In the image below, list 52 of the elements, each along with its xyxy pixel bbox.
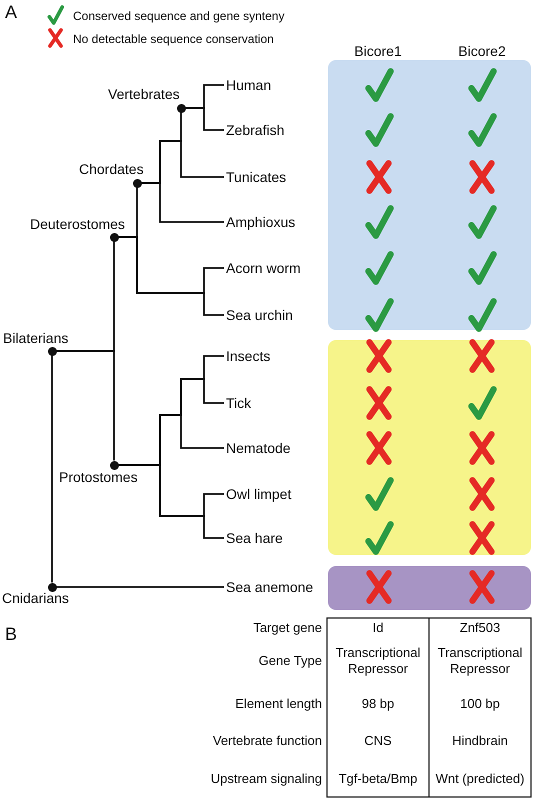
panel-letter: A [5,4,18,20]
table-value: Transcriptional Repressor [436,645,524,677]
branch-point [110,460,118,470]
panel-letter: B [5,626,18,642]
taxon-label: Zebrafish [226,122,284,138]
taxon-label: Acorn worm [226,260,301,276]
table-value: Wnt (predicted) [434,771,526,787]
tree-branch [142,182,224,223]
tree-branch [118,236,224,316]
clade-label: Chordates [79,161,144,177]
branch-point [176,104,186,112]
row-header: Vertebrate function [212,733,322,749]
table-value: Transcriptional Repressor [334,645,422,677]
taxon-label: Sea anemone [226,579,314,595]
branch-point [48,346,56,356]
clade-label: Vertebrates [108,86,180,102]
table-value: CNS [363,733,393,749]
tree-branch [56,350,115,460]
tree-branch [51,356,53,582]
table-value: Tgf-beta/Bmp [338,771,418,787]
column-header: Bicore1 [353,43,403,59]
table-value: Znf503 [458,620,502,636]
taxon-label: Tick [226,395,252,411]
taxon-label: Sea hare [226,530,283,546]
table-value: 100 bp [459,696,501,712]
tree-branch [186,107,224,131]
taxon-label: Nematode [226,440,291,456]
legend-text: No detectable sequence conservation [73,31,274,47]
row-header: Element length [235,696,322,712]
row-header: Gene Type [258,653,322,669]
table-value: Id [372,620,384,636]
taxon-label: Owl limpet [226,486,292,502]
clade-label: Bilaterians [3,330,68,346]
tree-branch [56,586,224,588]
table-value: 98 bp [360,696,396,712]
taxon-label: Insects [226,348,270,364]
taxon-label: Sea urchin [226,307,293,323]
legend-text: Conserved sequence and gene synteny [73,8,284,24]
clade-label: Protostomes [59,469,138,485]
clade-label: Cnidarians [2,590,69,606]
taxon-label: Tunicates [226,169,286,185]
table-value: Hindbrain [451,733,509,749]
tree-branch [118,464,224,539]
row-header: Target gene [253,620,322,636]
branch-point [48,582,56,592]
column-header: Bicore2 [457,43,507,59]
taxon-label: Human [226,77,272,93]
clade-label: Deuterostomes [30,216,125,232]
row-header: Upstream signaling [210,771,322,787]
branch-point [132,178,142,188]
taxon-label: Amphioxus [226,214,296,230]
branch-point [110,232,118,242]
